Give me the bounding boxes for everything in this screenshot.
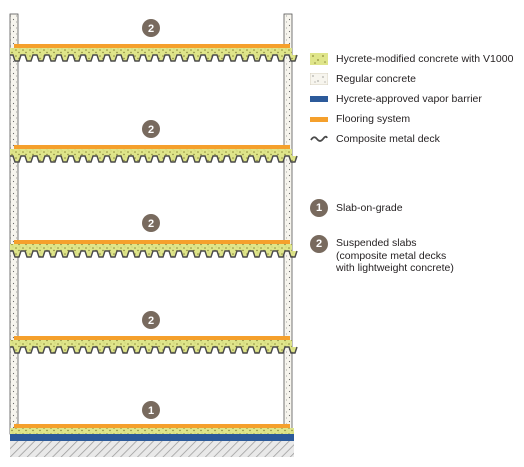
legend-item-flooring: Flooring system: [309, 111, 410, 127]
wave-deck-icon: [309, 132, 329, 146]
vapor-barrier: [10, 434, 294, 441]
ground-fill: [10, 441, 294, 457]
building-section-diagram: 2 2 2 2 1: [9, 13, 298, 457]
left-wall: [9, 13, 19, 435]
floor-badge-2: 2: [142, 19, 160, 37]
floor-badge-2: 2: [142, 120, 160, 138]
flooring-layer: [14, 44, 290, 48]
legend-label: Hycrete-approved vapor barrier: [336, 93, 482, 105]
legend-label: Flooring system: [336, 113, 411, 125]
hycrete-concrete-layer: [10, 244, 292, 251]
composite-metal-deck: [10, 346, 298, 354]
legend-item-slab-on-grade: 1 Slab-on-grade: [309, 199, 403, 217]
flooring-layer: [14, 145, 290, 149]
hycrete-concrete-layer: [10, 48, 292, 55]
floor-badge-1: 1: [142, 401, 160, 419]
flooring-layer: [14, 240, 290, 244]
legend-item-metal-deck: Composite metal deck: [309, 131, 440, 147]
legend-label: Composite metal deck: [336, 133, 440, 145]
svg-text:2: 2: [148, 315, 154, 327]
hycrete-concrete-swatch-icon: [309, 52, 329, 66]
number-badge-1: 1: [310, 199, 328, 217]
legend-item-vapor-barrier: Hycrete-approved vapor barrier: [309, 91, 482, 107]
floor-badge-2: 2: [142, 214, 160, 232]
regular-concrete-swatch-icon: [309, 72, 329, 86]
right-wall: [283, 13, 293, 435]
number-badge-2: 2: [310, 235, 328, 253]
svg-text:2: 2: [148, 124, 154, 136]
svg-text:2: 2: [148, 23, 154, 35]
composite-metal-deck: [10, 155, 298, 163]
suspended-slab: [10, 240, 298, 258]
floor-badge-2: 2: [142, 311, 160, 329]
slab-on-grade-flooring: [14, 424, 290, 428]
legend: Hycrete-modified concrete with V1000 Reg…: [309, 0, 524, 467]
legend-label: (composite metal decks: [336, 249, 447, 262]
flooring-swatch-icon: [309, 112, 329, 126]
flooring-layer: [14, 336, 290, 340]
legend-item-regular-concrete: Regular concrete: [309, 71, 416, 87]
vapor-barrier-swatch-icon: [309, 92, 329, 106]
legend-item-suspended-slabs: 2 Suspended slabs (composite metal decks…: [309, 235, 454, 275]
legend-item-hycrete: Hycrete-modified concrete with V1000: [309, 51, 513, 67]
svg-text:1: 1: [148, 405, 154, 417]
hycrete-concrete-layer: [10, 149, 292, 156]
legend-label: Suspended slabs: [336, 237, 417, 249]
suspended-slab: [10, 336, 298, 354]
legend-label: Slab-on-grade: [336, 202, 403, 214]
suspended-slab: [10, 44, 298, 62]
legend-label: Hycrete-modified concrete with V1000: [336, 53, 514, 65]
legend-label: Regular concrete: [336, 73, 416, 85]
legend-label: with lightweight concrete): [336, 262, 454, 274]
slab-on-grade-concrete: [10, 428, 294, 434]
composite-metal-deck: [10, 54, 298, 62]
hycrete-concrete-layer: [10, 340, 292, 347]
svg-text:2: 2: [148, 218, 154, 230]
suspended-slab: [10, 145, 298, 163]
composite-metal-deck: [10, 250, 298, 258]
